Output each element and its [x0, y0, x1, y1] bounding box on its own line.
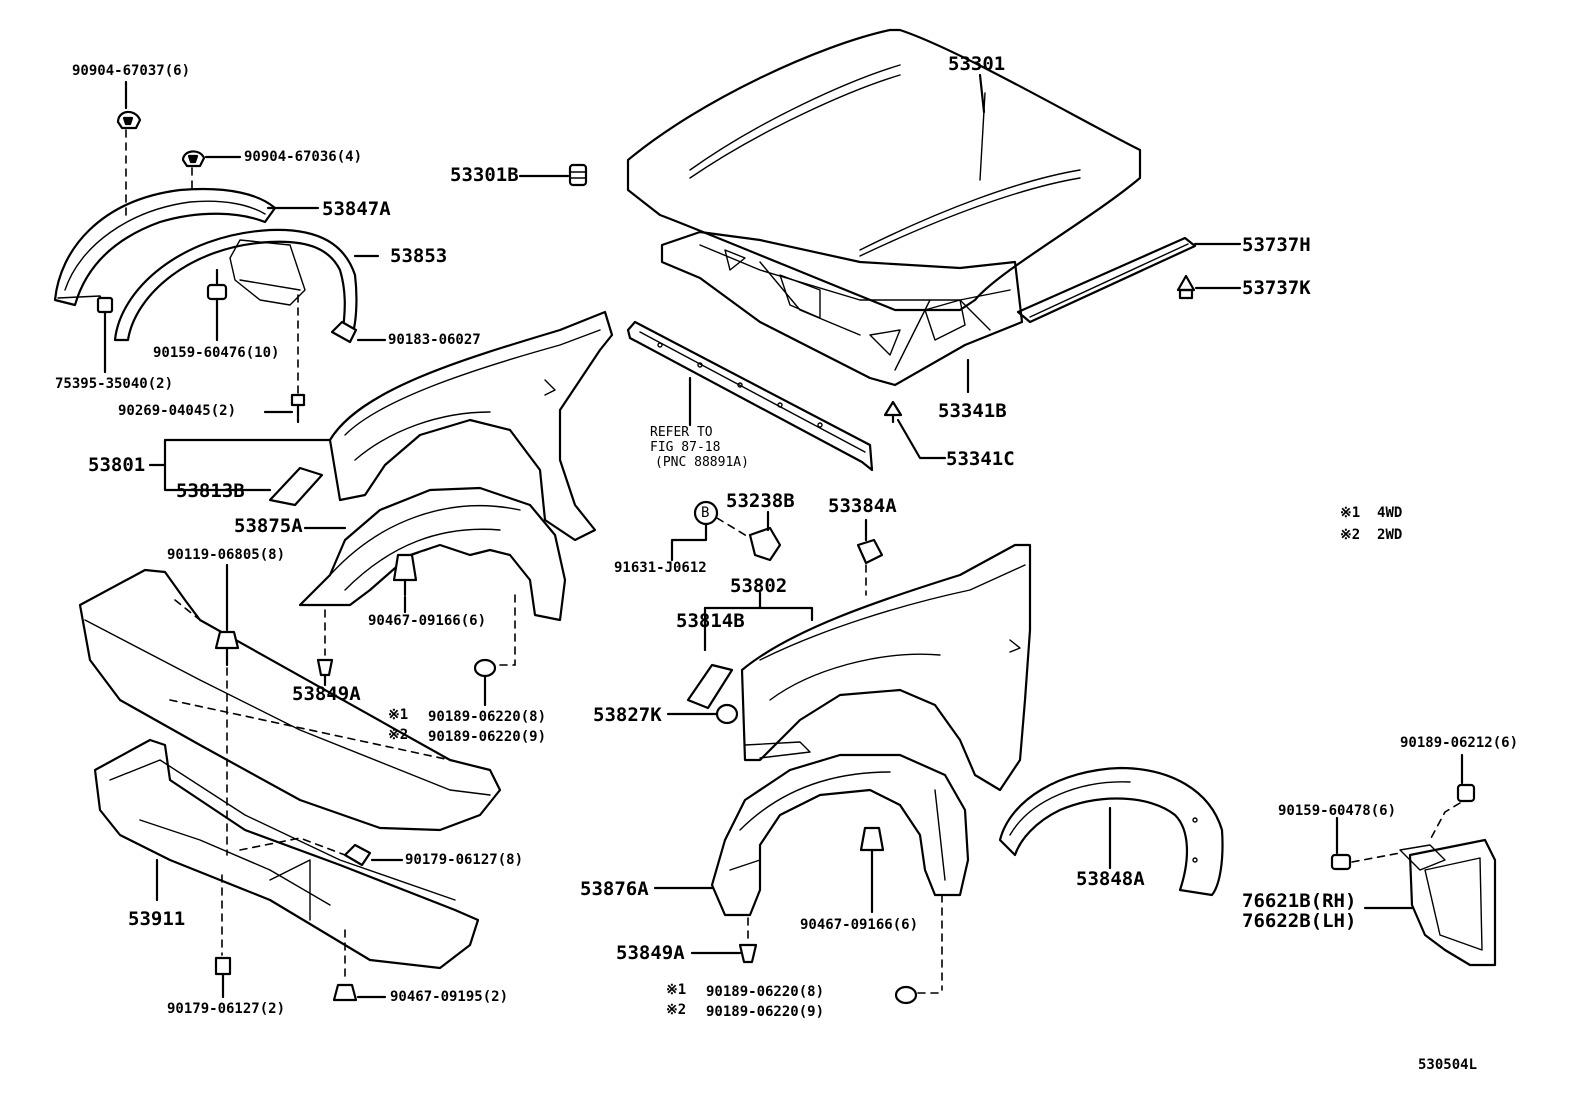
part-label-53341B: 53341B [938, 400, 1007, 422]
part-label-90179-06127-8: 90179-06127(8) [405, 852, 524, 868]
part-label-53911: 53911 [128, 908, 186, 930]
fender-flare-53847A [53, 187, 277, 307]
part-label-53827K: 53827K [593, 704, 662, 726]
mark-2wd-a: ※2 [388, 727, 409, 743]
part-label-90179-06127-2: 90179-06127(2) [167, 1001, 286, 1017]
part-label-53849A-b: 53849A [616, 942, 685, 964]
part-label-53848A: 53848A [1076, 868, 1145, 890]
clip-90467-09166-b [859, 826, 885, 867]
part-label-53813B: 53813B [176, 480, 245, 502]
legend-4wd: ※1 4WD [1340, 505, 1403, 521]
part-label-53384A: 53384A [828, 495, 897, 517]
part-label-53341C: 53341C [946, 448, 1015, 470]
grommet-90904-67036 [181, 150, 206, 168]
front-fender-53801 [328, 310, 614, 542]
clip-53384A [856, 538, 884, 565]
clip-75395-35040 [96, 296, 114, 314]
bracket-53813B [268, 466, 324, 507]
part-label-53814B: 53814B [676, 610, 745, 632]
nut-90179-06127-8 [343, 843, 372, 867]
mark-4wd-a: ※1 [388, 707, 409, 723]
part-label-53853: 53853 [390, 245, 448, 267]
clip-90467-09166-a [392, 553, 418, 597]
part-label-90189-06220-8-b: 90189-06220(8) [706, 984, 825, 1000]
bracket-53814B [686, 663, 734, 710]
front-bumper-cover [78, 568, 502, 832]
grommet-90904-67037 [116, 110, 142, 130]
part-label-90904-67037: 90904-67037(6) [72, 63, 191, 79]
bolt-90269-04045 [290, 393, 306, 424]
part-label-90189-06220-9-a: 90189-06220(9) [428, 729, 547, 745]
callout-label-B: B [701, 505, 710, 521]
part-label-90159-60478: 90159-60478(6) [1278, 803, 1397, 819]
screw-90189-06220-b [894, 985, 918, 1005]
part-label-90467-09166-b: 90467-09166(6) [800, 917, 919, 933]
part-label-90269-04045: 90269-04045(2) [118, 403, 237, 419]
nut-90179-06127-2 [214, 956, 232, 976]
part-label-53876A: 53876A [580, 878, 649, 900]
part-label-53737H: 53737H [1242, 234, 1311, 256]
part-label-53301B: 53301B [450, 164, 519, 186]
fender-liner-53875A [298, 486, 567, 622]
part-label-53875A: 53875A [234, 515, 303, 537]
part-label-53802: 53802 [730, 575, 788, 597]
part-label-90904-67036: 90904-67036(4) [244, 149, 363, 165]
clip-90467-09195 [332, 983, 358, 1002]
part-label-53238B: 53238B [726, 490, 795, 512]
part-label-90183-06027: 90183-06027 [388, 332, 481, 348]
part-label-53801: 53801 [88, 454, 146, 476]
refer-note-line2: FIG 87-18 [650, 440, 721, 455]
fender-flare-53848A [998, 766, 1224, 897]
clip-53737K [1176, 274, 1196, 300]
part-label-90119-06805: 90119-06805(8) [167, 547, 286, 563]
part-label-90159-60476: 90159-60476(10) [153, 345, 280, 361]
mudguard-76621B [1399, 838, 1497, 967]
screw-90159-60476 [206, 268, 228, 301]
part-label-90467-09195: 90467-09195(2) [390, 989, 509, 1005]
clip-53849A-a [316, 658, 334, 677]
mark-4wd-b: ※1 [666, 982, 687, 998]
bolt-90119-06805 [214, 630, 240, 667]
part-label-76621B: 76621B(RH) [1242, 890, 1357, 912]
screw-90159-60478 [1330, 853, 1352, 871]
part-label-90189-06220-8-a: 90189-06220(8) [428, 709, 547, 725]
inner-splash-panel [229, 239, 306, 306]
refer-note-line1: REFER TO [650, 425, 713, 440]
screw-90189-06212 [1456, 783, 1476, 803]
screw-90189-06220-a [473, 658, 497, 707]
part-label-53849A-a: 53849A [292, 683, 361, 705]
bracket-53238B [748, 510, 782, 562]
clip-53341C [883, 400, 903, 424]
refer-note-line3: (PNC 88891A) [655, 455, 749, 470]
cowl-seal-strip [626, 320, 874, 472]
part-label-90189-06220-9-b: 90189-06220(9) [706, 1004, 825, 1020]
legend-2wd: ※2 2WD [1340, 527, 1403, 543]
nut-90183-06027 [330, 320, 358, 344]
plug-53827K [715, 703, 739, 725]
part-label-75395-35040: 75395-35040(2) [55, 376, 174, 392]
hood-seal-strip [1016, 236, 1197, 324]
hood-cushion-53301B [568, 163, 588, 187]
figure-code: 530504L [1418, 1057, 1478, 1073]
part-label-91631-J0612: 91631-J0612 [614, 560, 707, 576]
part-label-53847A: 53847A [322, 198, 391, 220]
front-fender-53802 [740, 543, 1032, 792]
clip-53849A-b [738, 943, 758, 964]
hood-panel [626, 28, 1142, 312]
bumper-reinforcement-53911 [93, 738, 480, 970]
part-label-90467-09166-a: 90467-09166(6) [368, 613, 487, 629]
part-label-53301: 53301 [948, 53, 1006, 75]
part-label-90189-06212: 90189-06212(6) [1400, 735, 1519, 751]
part-label-76622B: 76622B(LH) [1242, 910, 1357, 932]
mark-2wd-b: ※2 [666, 1002, 687, 1018]
fender-liner-53876A [710, 753, 970, 917]
hood-inner-frame [660, 230, 1024, 387]
part-label-53737K: 53737K [1242, 277, 1311, 299]
